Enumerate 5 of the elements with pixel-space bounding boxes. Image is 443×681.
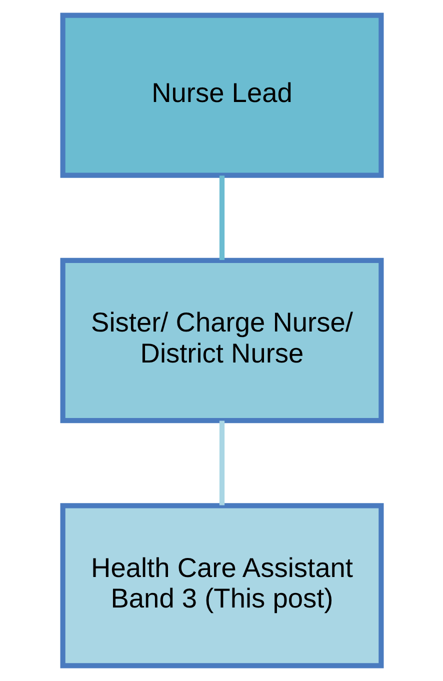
node-box: Sister/ Charge Nurse/ District Nurse [60, 258, 384, 424]
node-box: Health Care Assistant Band 3 (This post) [60, 503, 384, 668]
connector [218, 420, 224, 506]
node-box: Nurse Lead [60, 12, 384, 178]
connector [218, 176, 224, 260]
